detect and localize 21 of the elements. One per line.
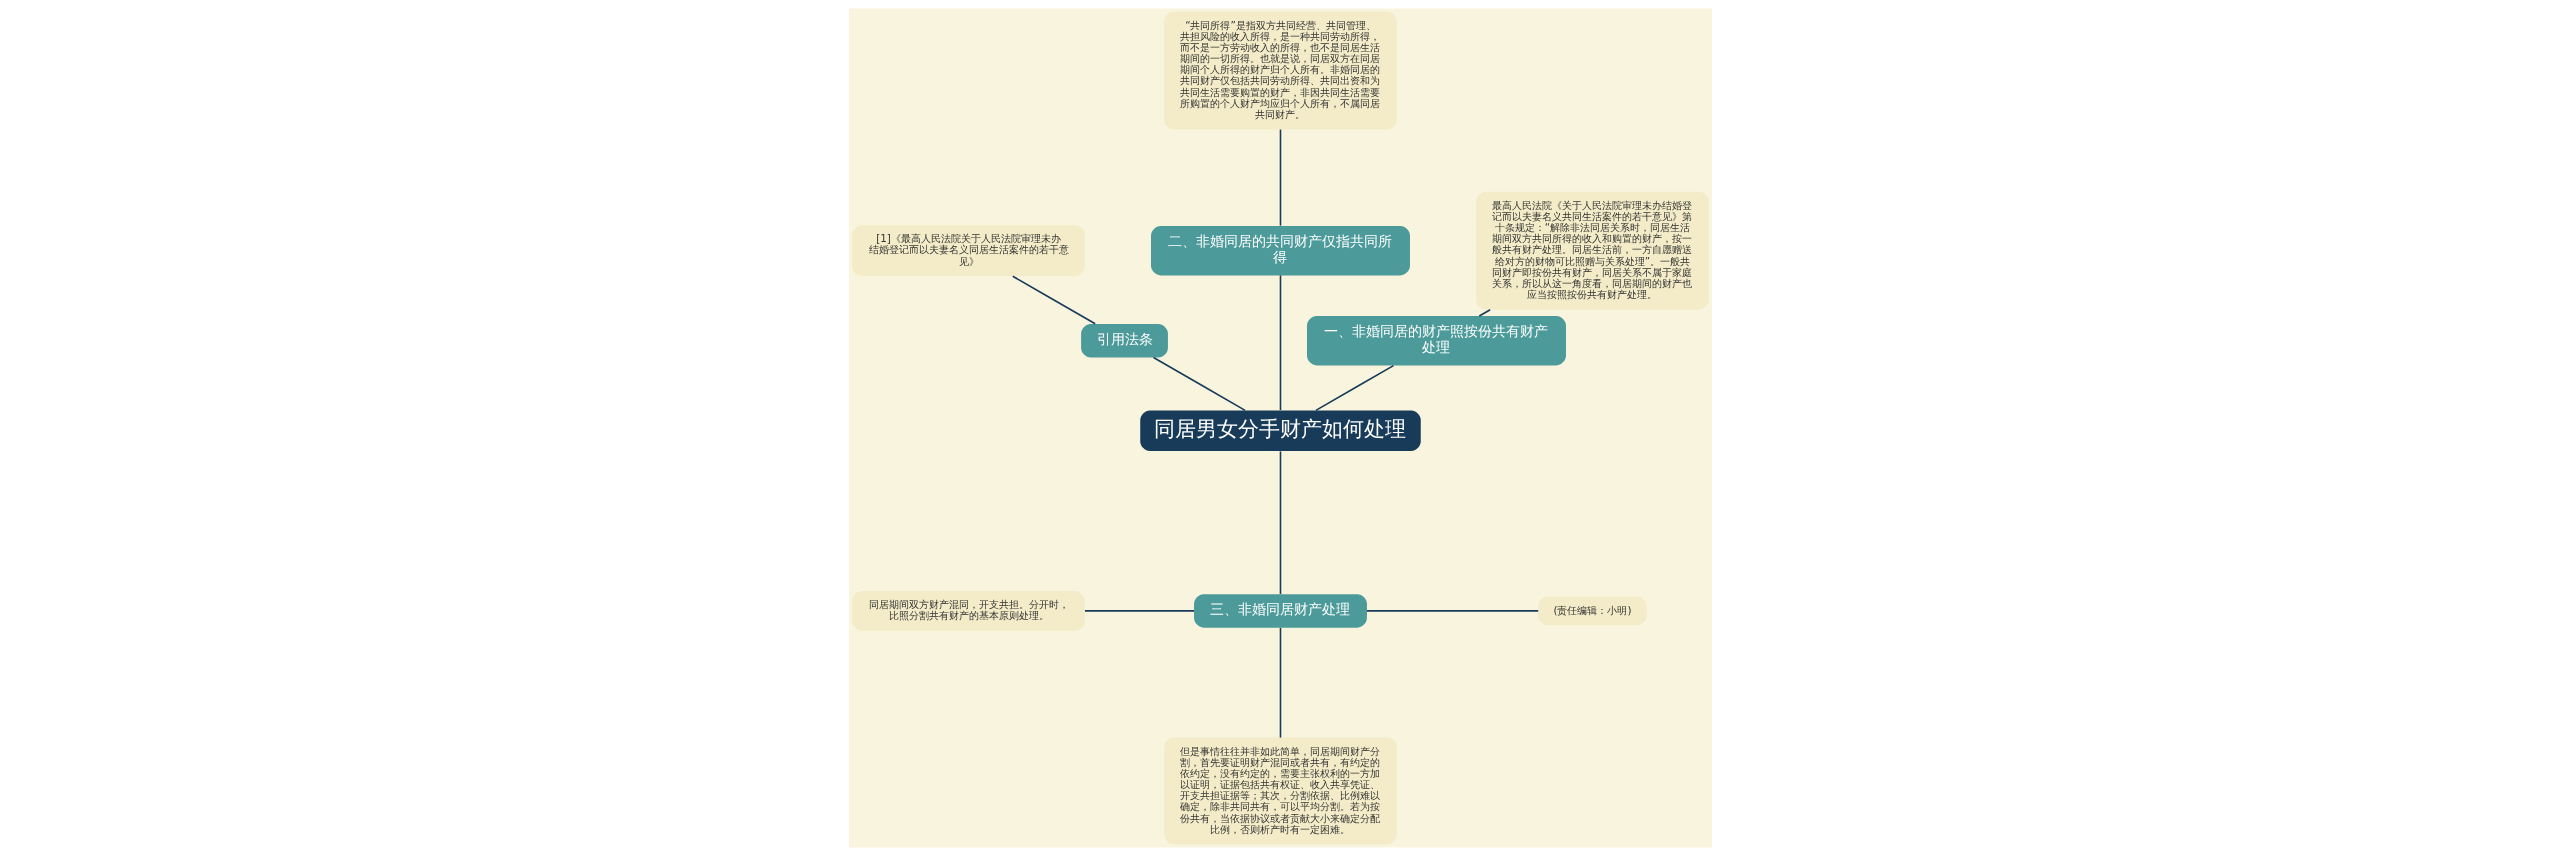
node-box: 一、非婚同居的财产照按份共有财产处理 — [1306, 316, 1566, 366]
connector — [1152, 356, 1246, 412]
connector — [1279, 274, 1281, 411]
connector — [1083, 610, 1195, 612]
connector — [1279, 627, 1281, 739]
node-box: 三、非婚同居财产处理 — [1193, 594, 1367, 628]
node-box: 同居期间双方财产混同，开支共担。分开时，比照分割共有财产的基本原则处理。 — [851, 591, 1085, 631]
node-box: (责任编辑：小明) — [1537, 596, 1647, 626]
node-box: 但是事情往往并非如此简单，同居期间财产分割，首先要证明财产混同或者共有，有约定的依约定，没有约定的，需要主张权利的一方加以证明，证据包括共有权证、收入共享凭证、开支共担证据等；其次，分割依据、比例难以确定，除非共同共有，可以平均分割。若为按份共有，当依据协议或者贡献大小来确定分配比例，否则析产时有一定困难。 — [1163, 737, 1397, 845]
node-box: 二、非婚同居的共同财产仅指共同所得 — [1150, 225, 1410, 276]
node-box: 同居男女分手财产如何处理 — [1139, 410, 1421, 452]
node-box: [1]《最高人民法院关于人民法院审理未办结婚登记而以夫妻名义同居生活案件的若干意见》 — [851, 225, 1085, 277]
connector — [1011, 275, 1096, 325]
connector — [1279, 128, 1281, 227]
node-box: “共同所得”是指双方共同经营、共同管理、共担风险的收入所得，是一种共同劳动所得，而不是一方劳动收入的所得，也不是同居生活期间的一切所得。也就是说，同居双方在同居期间个人所得的财产归个人所有。非婚同居的共同财产仅包括共同劳动所得、共同出资和为共同生活需要购置的财产，非因共同生活需要所购置的个人财产均应归个人所有，不属同居共同财产。 — [1163, 11, 1397, 130]
node-box: 引用法条 — [1080, 324, 1168, 358]
connector — [1279, 450, 1281, 595]
node-box: 最高人民法院《关于人民法院审理未办结婚登记而以夫妻名义共同生活案件的若干意见》第十条规定：“解除非法同居关系时，同居生活期间双方共同所得的收入和购置的财产，按一般共有财产处理。同居生活前，一方自愿赠送给对方的财物可比照赠与关系处理”。一般共同财产即按份共有财产，同居关系不属于家庭关系，所以从这一角度看，同居期间的财产也应当按照按份共有财产处理。 — [1475, 191, 1709, 310]
connector — [1478, 308, 1491, 317]
connector — [1365, 610, 1539, 612]
connector — [1314, 364, 1394, 412]
